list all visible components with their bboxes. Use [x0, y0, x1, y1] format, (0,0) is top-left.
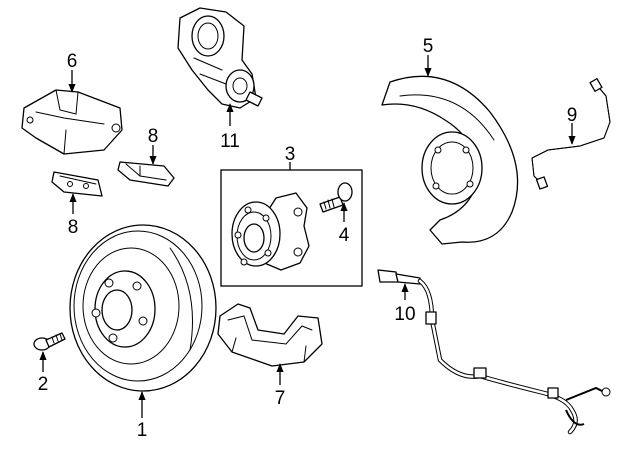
- caliper-bracket: [217, 303, 323, 367]
- callout-7: 7: [275, 388, 286, 409]
- hub-assembly-box: [220, 169, 363, 287]
- callout-9: 9: [567, 105, 578, 126]
- callout-8b: 8: [148, 126, 159, 147]
- callout-4: 4: [339, 225, 350, 246]
- brake-hose: [531, 78, 611, 190]
- callout-11: 11: [220, 131, 240, 152]
- callout-6: 6: [67, 51, 78, 72]
- parking-brake-motor: [177, 7, 263, 109]
- callout-10: 10: [394, 304, 415, 325]
- brake-pad-outer: [117, 161, 175, 187]
- brake-caliper: [21, 89, 123, 155]
- callout-8a: 8: [68, 217, 79, 238]
- callout-1: 1: [137, 420, 148, 441]
- splash-shield: [381, 75, 519, 245]
- rotor-screw: [33, 332, 66, 351]
- wheel-speed-sensor: [377, 269, 611, 435]
- hub-bolt: [319, 182, 353, 213]
- callout-5: 5: [423, 36, 434, 57]
- brake-pad-inner: [51, 171, 103, 197]
- callout-3: 3: [285, 144, 296, 165]
- callout-2: 2: [38, 374, 49, 395]
- hub-bearing-assembly: [231, 192, 310, 271]
- brake-rotor: [69, 224, 217, 392]
